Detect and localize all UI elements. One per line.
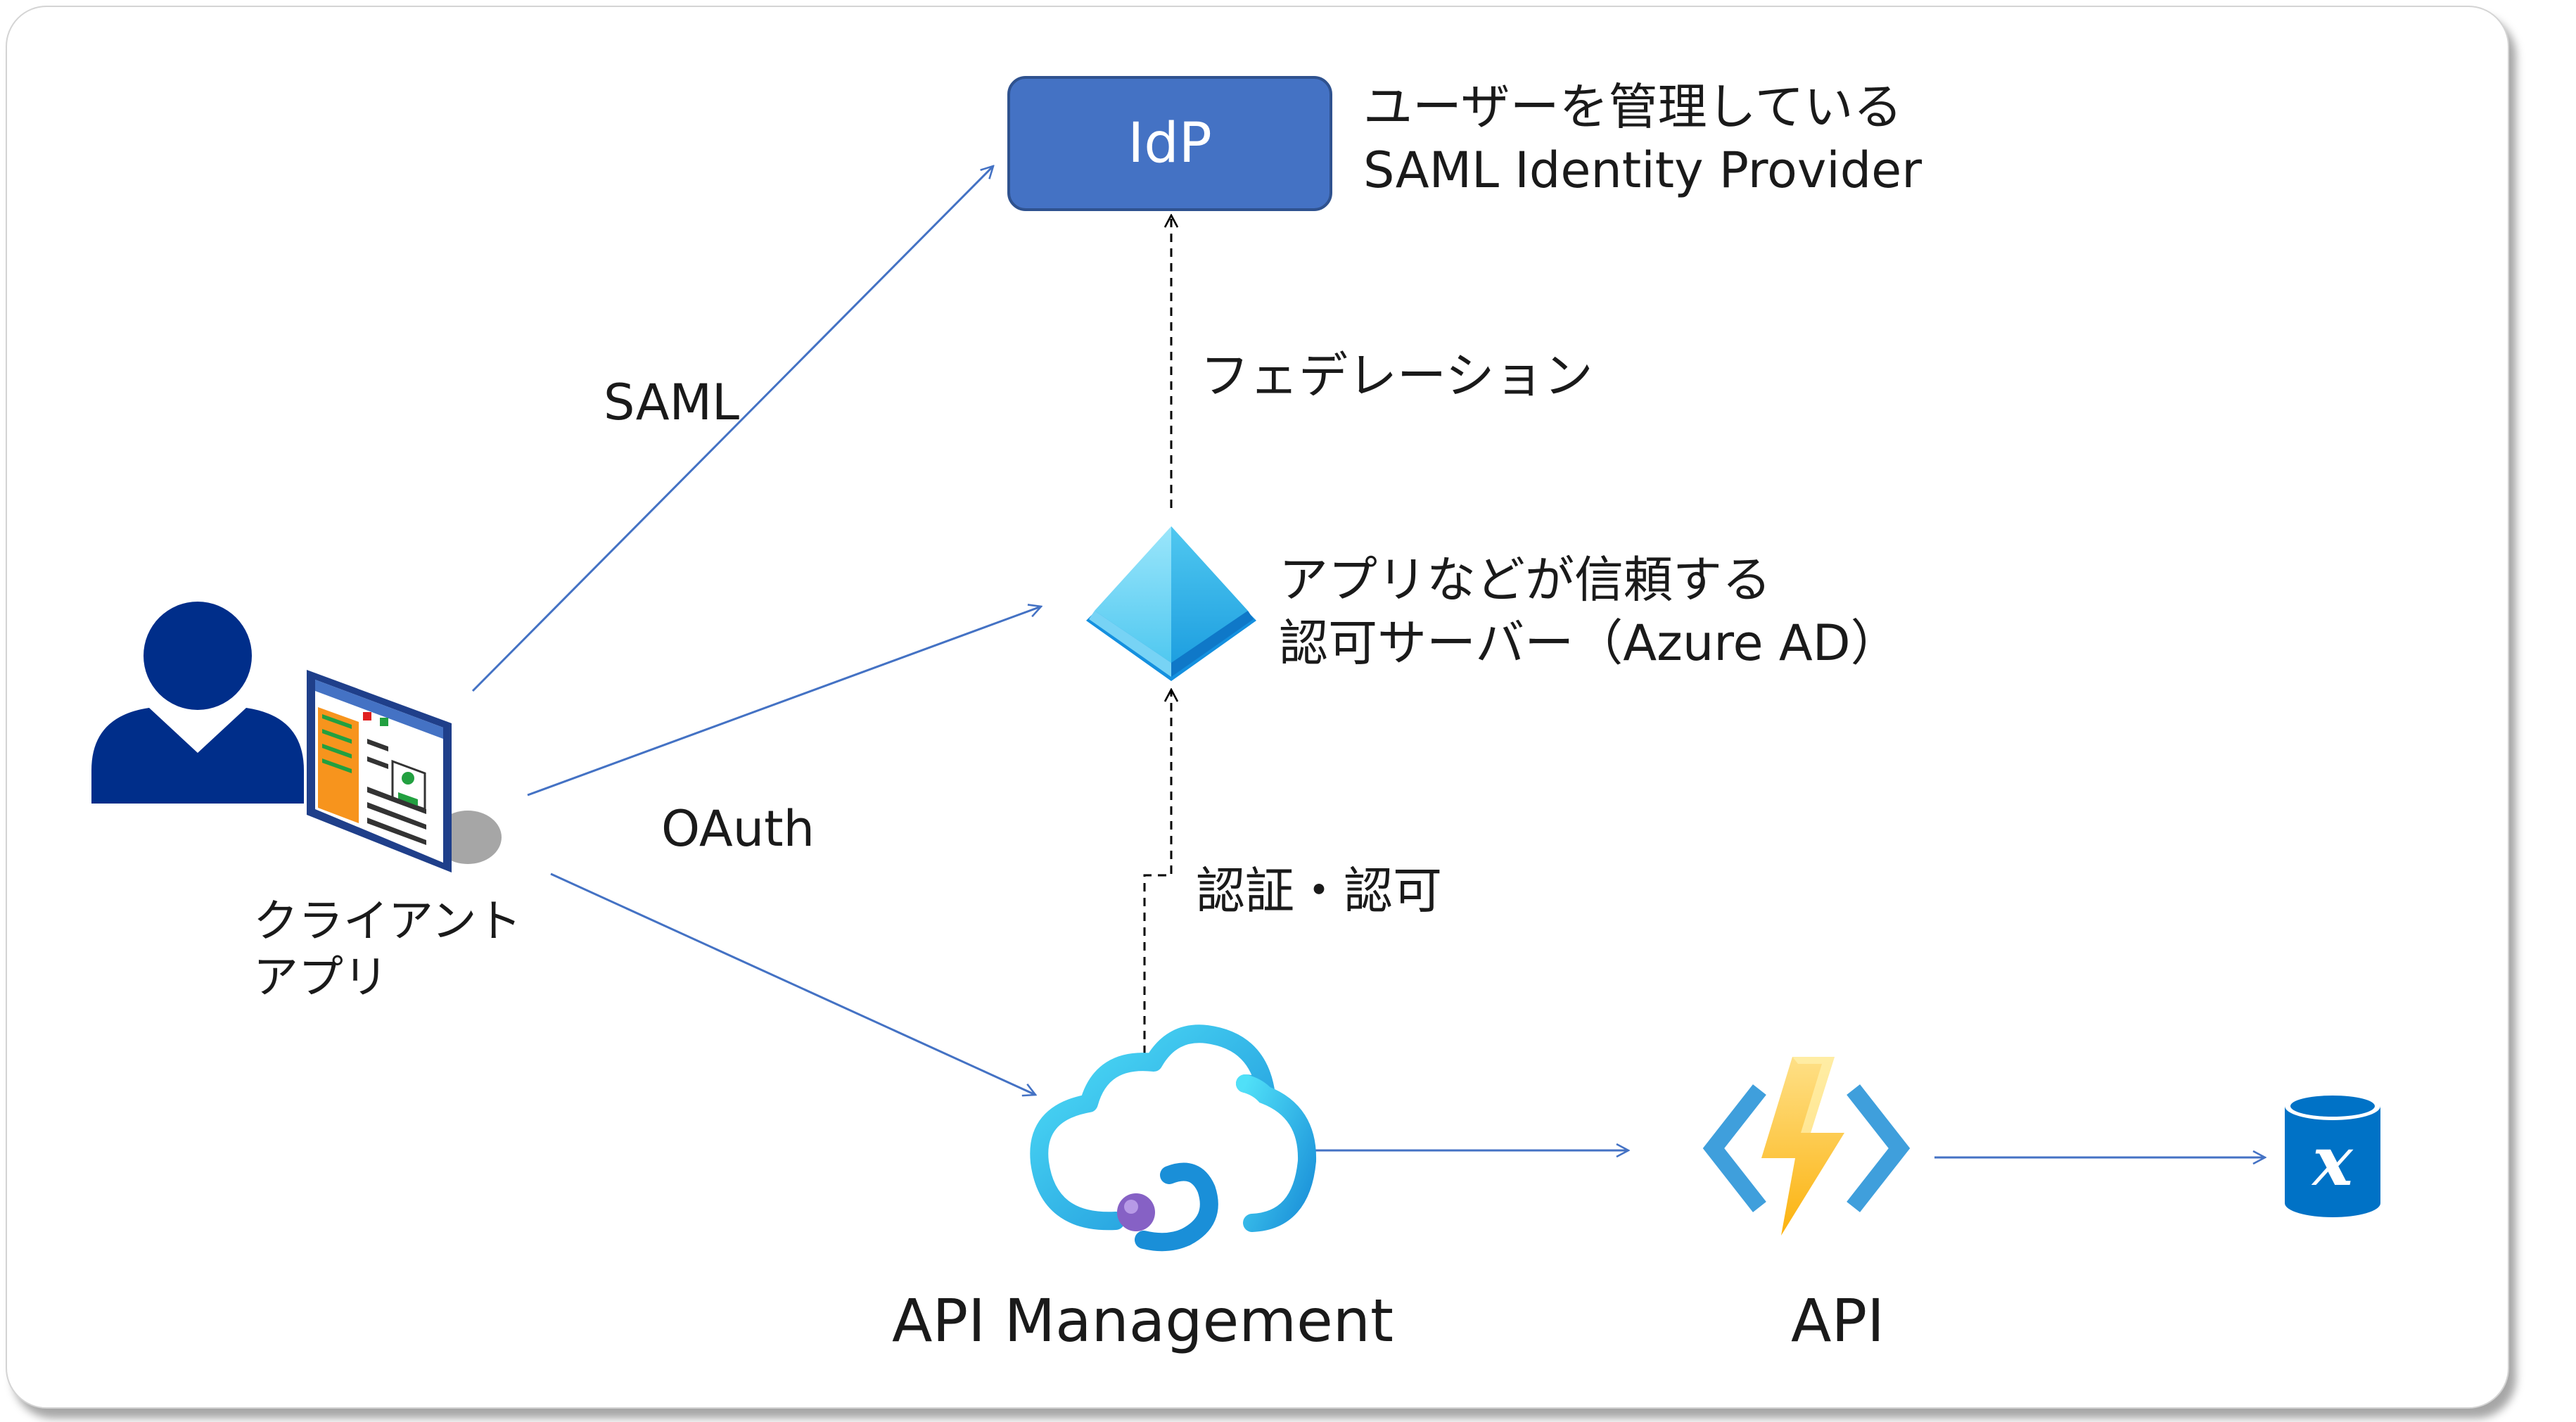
azure-ad-description-line2: 認可サーバー（Azure AD） — [1279, 614, 1900, 672]
oauth-label: OAuth — [661, 800, 815, 858]
database-icon: x — [2285, 1092, 2380, 1217]
client-app-label-line1: クライアント — [253, 896, 522, 948]
idp-box-label: IdP — [1128, 112, 1212, 175]
diagram-frame — [6, 6, 2509, 1409]
client-app-icon — [307, 670, 502, 872]
api-label: API — [1791, 1286, 1885, 1355]
federation-label: フェデレーション — [1200, 347, 1593, 405]
api-management-label: API Management — [892, 1286, 1394, 1355]
client-app-label-line2: アプリ — [253, 952, 388, 1004]
function-api-icon — [1702, 1057, 1911, 1236]
oauth-edge-to-azure-ad — [527, 607, 1041, 796]
idp-description-line2: SAML Identity Provider — [1363, 141, 1922, 199]
client-app-label: クライアント アプリ — [253, 894, 521, 1006]
authn-authz-edge — [1143, 690, 1171, 1054]
saml-edge — [471, 166, 993, 692]
oauth-edge-to-apim — [550, 872, 1035, 1095]
svg-text:x: x — [2311, 1122, 2354, 1201]
api-management-icon — [1030, 1024, 1317, 1252]
idp-description: ユーザーを管理している SAML Identity Provider — [1363, 76, 1922, 202]
authn-authz-label: 認証・認可 — [1196, 862, 1442, 920]
idp-box: IdP — [1007, 76, 1332, 211]
saml-label: SAML — [604, 374, 740, 431]
idp-description-line1: ユーザーを管理している — [1363, 78, 1903, 136]
azure-ad-description: アプリなどが信頼する 認可サーバー（Azure AD） — [1279, 549, 1900, 675]
azure-ad-description-line1: アプリなどが信頼する — [1279, 551, 1771, 609]
user-icon — [91, 602, 304, 804]
azure-ad-icon — [1086, 526, 1256, 681]
